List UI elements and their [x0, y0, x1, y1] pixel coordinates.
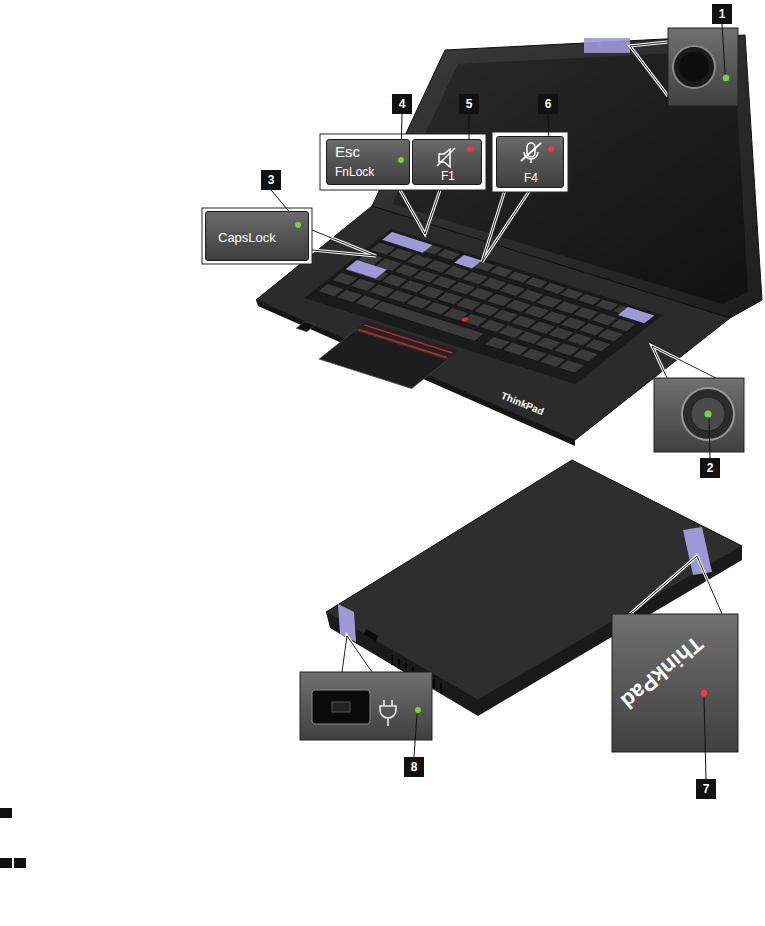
fingerprint-reader	[296, 322, 315, 332]
key-cap	[610, 319, 637, 332]
key-zoom-frame	[202, 208, 312, 264]
button-stripe	[364, 325, 452, 353]
logo-zoom-box	[612, 614, 738, 752]
power-button	[691, 397, 725, 431]
key-cap	[585, 339, 612, 352]
button-stripe	[359, 329, 447, 357]
key-highlight	[346, 260, 387, 278]
trackpad-buttons	[358, 321, 459, 357]
key-cap	[558, 360, 585, 373]
camera-highlight	[584, 38, 630, 53]
callout-square	[14, 858, 26, 868]
callout-square	[0, 808, 12, 818]
callout-number: 1	[712, 4, 732, 24]
key-zoom-frame	[492, 132, 568, 192]
key-cap	[572, 349, 599, 362]
laptop-base-front	[256, 300, 575, 446]
touchpad	[319, 330, 448, 389]
key-cap-zoom: F1	[412, 139, 482, 185]
usb-port	[363, 629, 378, 641]
key-cap-zoom: EscFnLock	[326, 139, 410, 185]
camera-ring	[673, 46, 715, 88]
power-connector-pin	[332, 702, 350, 712]
callout-number: 8	[404, 757, 424, 777]
power-zoom-box	[654, 378, 744, 452]
key-zoom-frame	[320, 134, 486, 190]
power-connector	[312, 690, 370, 724]
key-highlight	[618, 307, 654, 323]
callout-number: 3	[261, 170, 281, 190]
callout-number: 7	[696, 779, 716, 799]
key-cap-zoom: F4	[496, 136, 564, 188]
camera-ring-inner	[679, 52, 709, 82]
key-highlight	[454, 255, 481, 268]
key-label: Esc	[335, 144, 360, 161]
power-indicator-green	[705, 411, 712, 418]
logo-indicator-red	[701, 690, 707, 696]
camera-indicator-green	[723, 75, 729, 81]
power-button-ring	[682, 388, 734, 440]
ac-indicator-green	[415, 707, 421, 713]
key-cap	[597, 329, 624, 342]
keyboard	[254, 229, 662, 425]
callout-stems	[271, 24, 725, 779]
key-label: F4	[524, 172, 538, 185]
callout-number: 2	[700, 458, 720, 478]
key-label: CapsLock	[218, 231, 276, 245]
callout-square	[0, 858, 12, 868]
leader-lines	[312, 42, 722, 672]
camera-zoom-box	[668, 28, 738, 106]
key-label: FnLock	[335, 166, 374, 179]
callout-number: 5	[459, 94, 479, 114]
callout-number: 4	[392, 94, 412, 114]
key-label: F1	[441, 170, 455, 183]
port-zoom-box	[300, 672, 432, 740]
key-cap-zoom: CapsLock	[205, 211, 309, 261]
callout-number: 6	[538, 94, 558, 114]
trackpoint	[460, 317, 470, 322]
logo-highlight	[683, 527, 712, 575]
power-plug-icon	[380, 700, 396, 726]
